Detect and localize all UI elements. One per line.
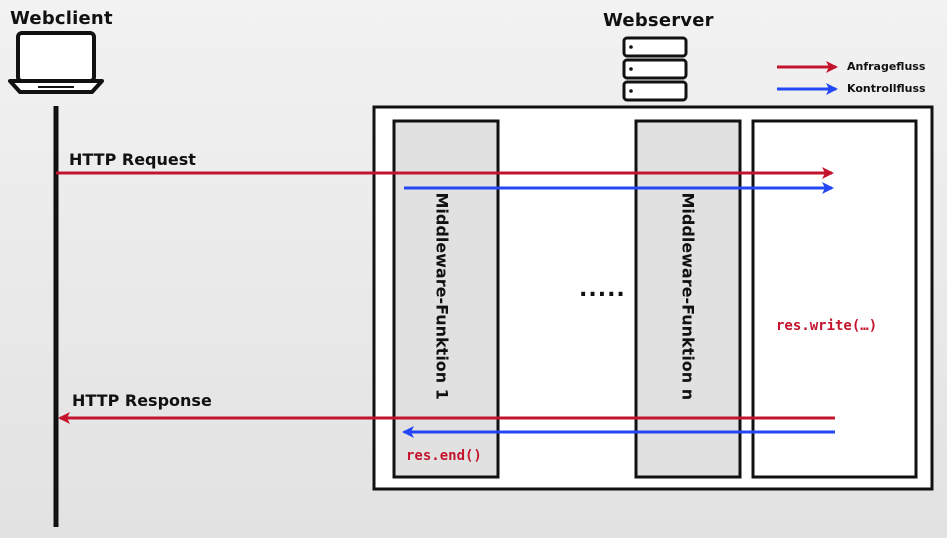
middleware-n-label: Middleware-Funktion n — [678, 192, 698, 401]
res-end-label: res.end() — [406, 448, 482, 464]
http-response-label: HTTP Response — [72, 391, 212, 410]
webserver-label: Webserver — [603, 10, 714, 31]
http-request-label: HTTP Request — [69, 150, 196, 169]
server-icon — [622, 36, 688, 102]
middleware-1-label: Middleware-Funktion 1 — [432, 192, 452, 400]
legend-control-label: Kontrollfluss — [847, 82, 926, 95]
laptop-icon — [8, 31, 104, 94]
res-write-label: res.write(…) — [776, 318, 878, 334]
webclient-label: Webclient — [10, 8, 113, 29]
legend-request-label: Anfragefluss — [847, 60, 926, 73]
ellipsis-label: ..... — [579, 277, 626, 302]
